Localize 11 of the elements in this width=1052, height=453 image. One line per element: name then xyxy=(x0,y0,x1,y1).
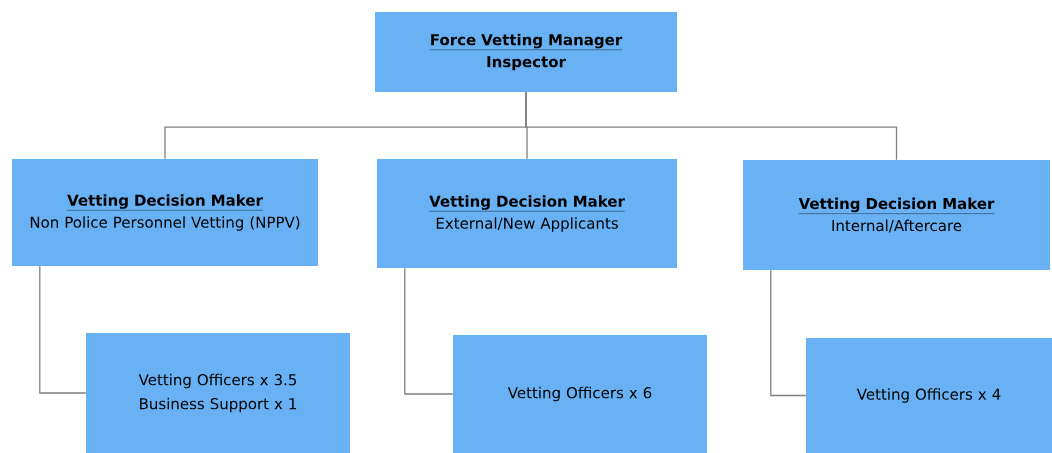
decision-maker-box: Vetting Decision Maker External/New Applicants xyxy=(377,159,677,268)
officers-box: Vetting Officers x 3.5 Business Support x 1 xyxy=(86,333,350,453)
connector-line xyxy=(525,91,898,161)
connector-line xyxy=(404,267,454,395)
connector-line xyxy=(39,265,87,394)
decision-maker-box: Vetting Decision Maker Internal/Aftercare xyxy=(743,160,1050,270)
officers-box: Vetting Officers x 4 xyxy=(806,338,1052,453)
decision-maker-box: Vetting Decision Maker Non Police Personnel Vetting (NPPV) xyxy=(12,159,318,266)
officers-box: Vetting Officers x 6 xyxy=(453,335,707,453)
manager-box: Force Vetting Manager Inspector xyxy=(375,12,677,92)
connector-line xyxy=(770,269,807,397)
